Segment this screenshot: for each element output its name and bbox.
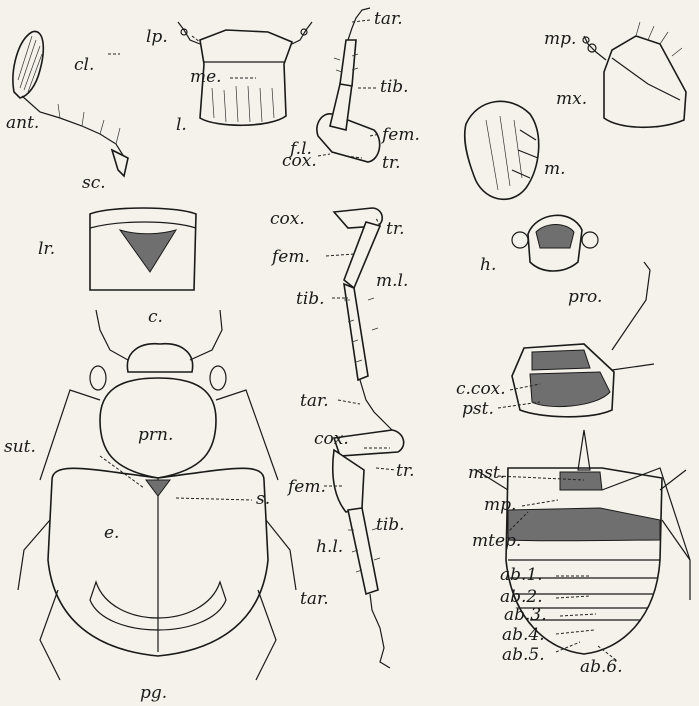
label-pg: pg. [140,683,167,703]
label-fl-tr: tr. [382,153,401,173]
label-hl-cox: cox. [314,429,349,449]
label-e: e. [104,523,119,543]
beetle-dorsal-figure [18,310,296,680]
label-fl-tib: tib. [380,77,409,97]
label-lp: lp. [146,27,168,47]
label-hl: h.l. [316,537,343,557]
label-cl: cl. [74,55,94,75]
label-fl-tar: tar. [374,9,403,29]
maxilla-figure [583,22,686,127]
label-mtep: mtep. [472,531,521,551]
label-ab3: ab.3. [504,605,547,625]
label-ab2: ab.2. [500,587,543,607]
label-hl-fem: fem. [286,477,326,497]
label-pro: pro. [568,287,602,307]
label-ml-cox: cox. [270,209,305,229]
label-fl-fem: fem. [380,125,420,145]
antenna-figure [13,31,128,176]
label-ml-tr: tr. [386,219,405,239]
label-fl-cox: cox. [282,151,317,171]
label-ab6: ab.6. [580,657,623,677]
mandible-figure [465,101,539,199]
label-sut: sut. [4,437,36,457]
label-prn: prn. [138,425,173,445]
label-ml-tar: tar. [300,391,329,411]
label-ml: m.l. [376,271,408,291]
label-lr: lr. [38,239,55,259]
label-ab4: ab.4. [502,625,545,645]
label-hl-tar: tar. [300,589,329,609]
label-pst: pst. [462,399,494,419]
label-ml-tib: tib. [296,289,325,309]
label-mst: mst. [468,463,505,483]
label-sc: sc. [82,173,106,193]
hind-leg-figure [333,430,404,668]
label-hl-tib: tib. [376,515,405,535]
fore-leg-figure [317,8,380,162]
label-mx: mx. [556,89,587,109]
label-mp2: mp. [484,495,516,515]
prothorax-figure [512,262,654,417]
label-s: s. [256,489,270,509]
label-m: m. [544,159,566,179]
label-ml-fem: fem. [270,247,310,267]
label-l: l. [176,115,187,135]
label-c: c. [148,307,163,327]
label-ab5: ab.5. [502,645,545,665]
label-mp: mp. [544,29,576,49]
middle-leg-figure [334,208,392,430]
label-ab1: ab.1. [500,565,543,585]
labrum-figure [90,208,196,290]
label-ant: ant. [6,113,39,133]
label-h: h. [480,255,496,275]
head-figure [512,215,598,271]
label-hl-tr: tr. [396,461,415,481]
label-me: me. [190,67,222,87]
label-ccox: c.cox. [456,379,506,399]
